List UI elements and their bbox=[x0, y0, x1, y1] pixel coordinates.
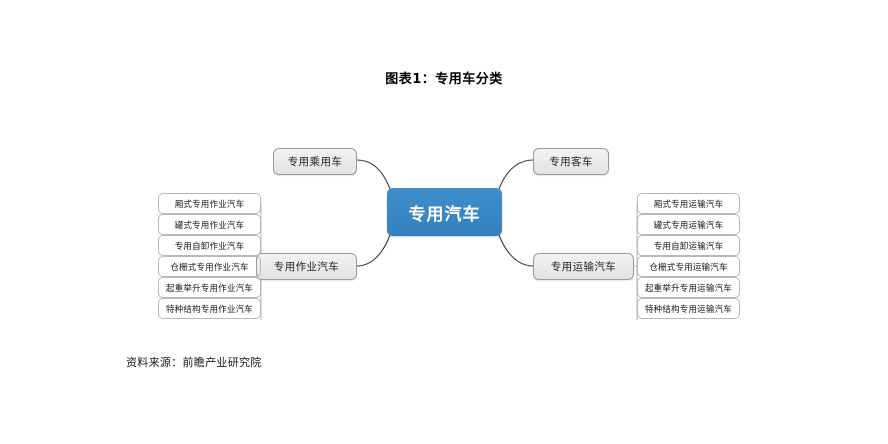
leaf-node[interactable]: 仓栅式专用运输汽车 bbox=[637, 256, 740, 277]
leaf-label: 专用自卸运输汽车 bbox=[653, 241, 724, 252]
branch-label-top-left: 专用乘用车 bbox=[287, 156, 343, 168]
leaf-node[interactable]: 厢式专用作业汽车 bbox=[158, 193, 261, 214]
leaf-node[interactable]: 罐式专用运输汽车 bbox=[637, 214, 740, 235]
leaf-node[interactable]: 起重举升专用作业汽车 bbox=[158, 277, 261, 298]
branch-node-bottom-right[interactable]: 专用运输汽车 bbox=[533, 253, 634, 280]
leaf-label: 罐式专用运输汽车 bbox=[653, 220, 724, 231]
leaf-node[interactable]: 厢式专用运输汽车 bbox=[637, 193, 740, 214]
page-title: 图表1：专用车分类 bbox=[385, 72, 503, 87]
leaf-label: 厢式专用作业汽车 bbox=[174, 199, 245, 210]
leaf-label: 专用自卸作业汽车 bbox=[174, 241, 245, 252]
center-node[interactable]: 专用汽车 bbox=[387, 188, 502, 236]
branch-node-top-left[interactable]: 专用乘用车 bbox=[273, 148, 357, 175]
leaf-label: 特种结构专用作业汽车 bbox=[165, 304, 253, 315]
branch-label-bottom-left: 专用作业汽车 bbox=[273, 261, 340, 273]
leaf-node[interactable]: 起重举升专用运输汽车 bbox=[637, 277, 740, 298]
leaf-node[interactable]: 罐式专用作业汽车 bbox=[158, 214, 261, 235]
leaf-label: 起重举升专用作业汽车 bbox=[165, 283, 253, 294]
branch-label-top-right: 专用客车 bbox=[549, 156, 593, 168]
leaf-label: 仓栅式专用运输汽车 bbox=[649, 262, 728, 273]
branch-node-bottom-left[interactable]: 专用作业汽车 bbox=[256, 253, 357, 280]
center-node-label: 专用汽车 bbox=[408, 204, 481, 225]
leaf-label: 罐式专用作业汽车 bbox=[174, 220, 245, 231]
source-note: 资料来源：前瞻产业研究院 bbox=[126, 356, 262, 369]
leaf-node[interactable]: 专用自卸运输汽车 bbox=[637, 235, 740, 256]
leaf-node[interactable]: 专用自卸作业汽车 bbox=[158, 235, 261, 256]
leaf-label: 厢式专用运输汽车 bbox=[653, 199, 724, 210]
leaf-label: 仓栅式专用作业汽车 bbox=[170, 262, 249, 273]
leaf-node[interactable]: 特种结构专用作业汽车 bbox=[158, 298, 261, 319]
leaf-node[interactable]: 仓栅式专用作业汽车 bbox=[158, 256, 261, 277]
leaf-label: 起重举升专用运输汽车 bbox=[644, 283, 732, 294]
branch-node-top-right[interactable]: 专用客车 bbox=[533, 148, 609, 175]
branch-label-bottom-right: 专用运输汽车 bbox=[550, 261, 617, 273]
leaf-node[interactable]: 特种结构专用运输汽车 bbox=[637, 298, 740, 319]
connector-center-to-bottom-right bbox=[498, 234, 534, 267]
connector-center-to-top-right bbox=[498, 159, 534, 190]
leaf-label: 特种结构专用运输汽车 bbox=[644, 304, 732, 315]
connector-center-to-bottom-left bbox=[356, 234, 391, 267]
connector-center-to-top-left bbox=[356, 159, 391, 190]
